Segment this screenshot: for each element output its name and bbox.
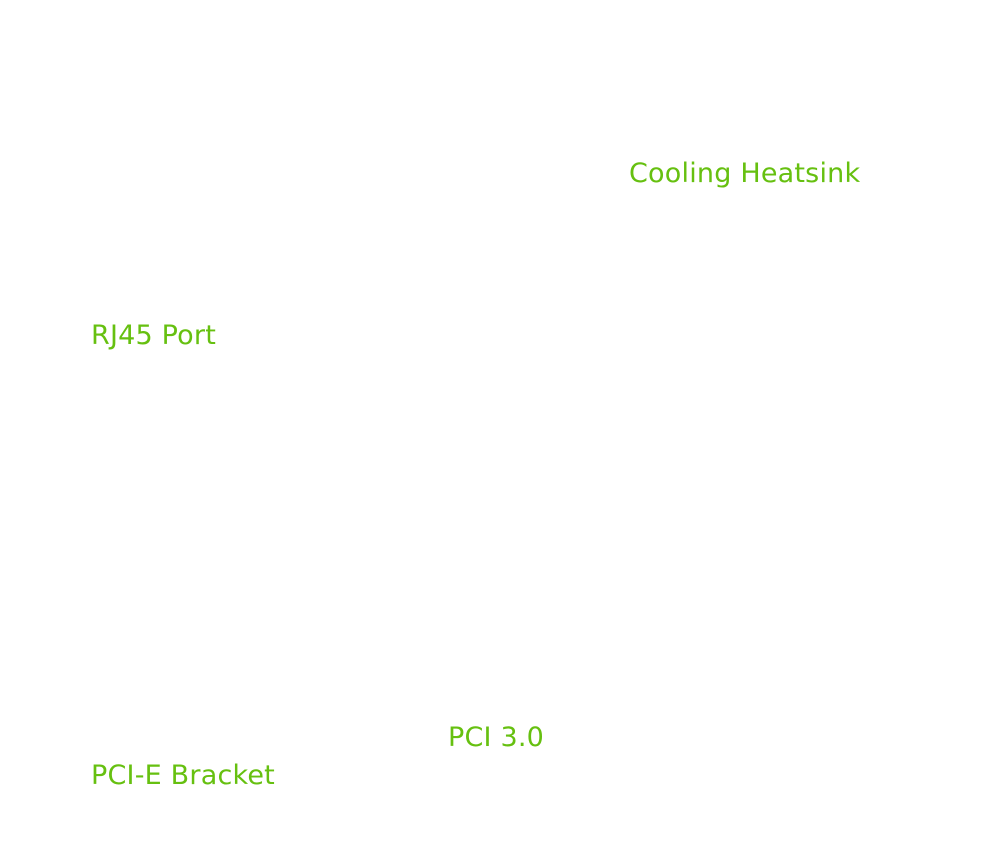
- pcie-bracket-label: PCI-E Bracket: [91, 760, 275, 791]
- rj45-port-label: RJ45 Port: [91, 320, 216, 351]
- pci-version-label: PCI 3.0: [448, 722, 545, 753]
- cooling-heatsink-label: Cooling Heatsink: [629, 158, 861, 189]
